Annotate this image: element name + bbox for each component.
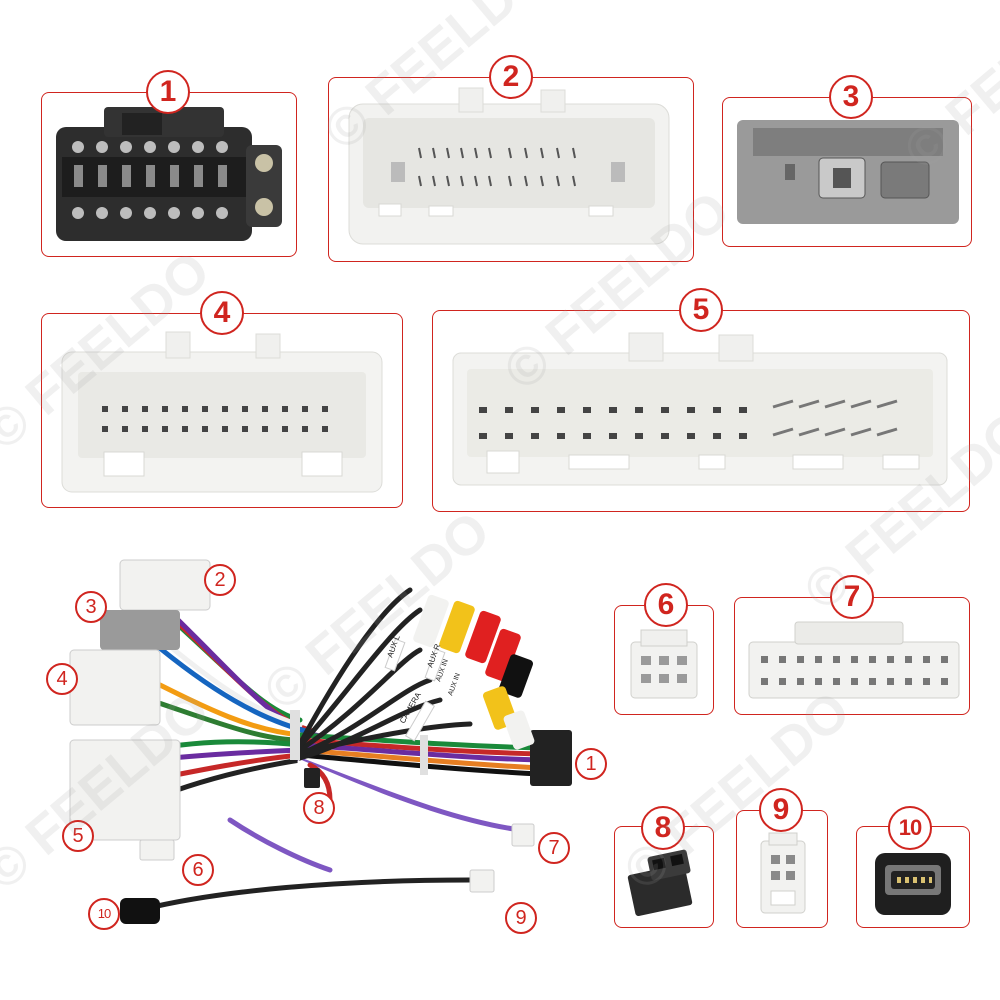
harness-marker-10: 10 (88, 898, 120, 930)
connector-panel-3 (722, 97, 972, 247)
harness-marker-7: 7 (538, 832, 570, 864)
connector-6-image (630, 629, 698, 699)
connector-6-number: 6 (644, 583, 688, 627)
connector-1-number: 1 (146, 70, 190, 114)
harness-marker-6: 6 (182, 854, 214, 886)
harness-marker-8: 8 (303, 792, 335, 824)
connector-5-image (452, 332, 948, 486)
connector-7-number: 7 (830, 575, 874, 619)
connector-panel-5 (432, 310, 970, 512)
wiring-harness-image: AUX L AUX R CAMERA AUX IN AUX IN (69, 559, 572, 924)
cable-tag-aux-in: AUX IN (447, 672, 462, 696)
harness-marker-4: 4 (46, 663, 78, 695)
connector-10-number: 10 (888, 806, 932, 850)
harness-marker-3: 3 (75, 591, 107, 623)
connector-3-image (737, 120, 959, 224)
connector-7-image (748, 621, 960, 699)
connector-8-image (627, 849, 693, 917)
connector-2-image (348, 87, 670, 245)
connector-5-number: 5 (679, 288, 723, 332)
harness-marker-9: 9 (505, 902, 537, 934)
connector-2-number: 2 (489, 55, 533, 99)
connector-panel-1 (41, 92, 297, 257)
connector-panel-7 (734, 597, 970, 715)
harness-marker-1: 1 (575, 748, 607, 780)
connector-9-number: 9 (759, 788, 803, 832)
connector-1-image (56, 107, 282, 241)
connector-9-image (760, 832, 806, 914)
harness-marker-5: 5 (62, 820, 94, 852)
connector-panel-4 (41, 313, 403, 508)
wiring-harness: AUX L AUX R CAMERA AUX IN AUX IN (0, 540, 610, 1000)
connector-4-number: 4 (200, 291, 244, 335)
connector-10-image (875, 853, 951, 915)
connector-panel-2 (328, 77, 694, 262)
connector-panel-10 (856, 826, 970, 928)
connector-4-image (61, 331, 383, 493)
connector-3-number: 3 (829, 75, 873, 119)
connector-8-number: 8 (641, 806, 685, 850)
harness-marker-2: 2 (204, 564, 236, 596)
